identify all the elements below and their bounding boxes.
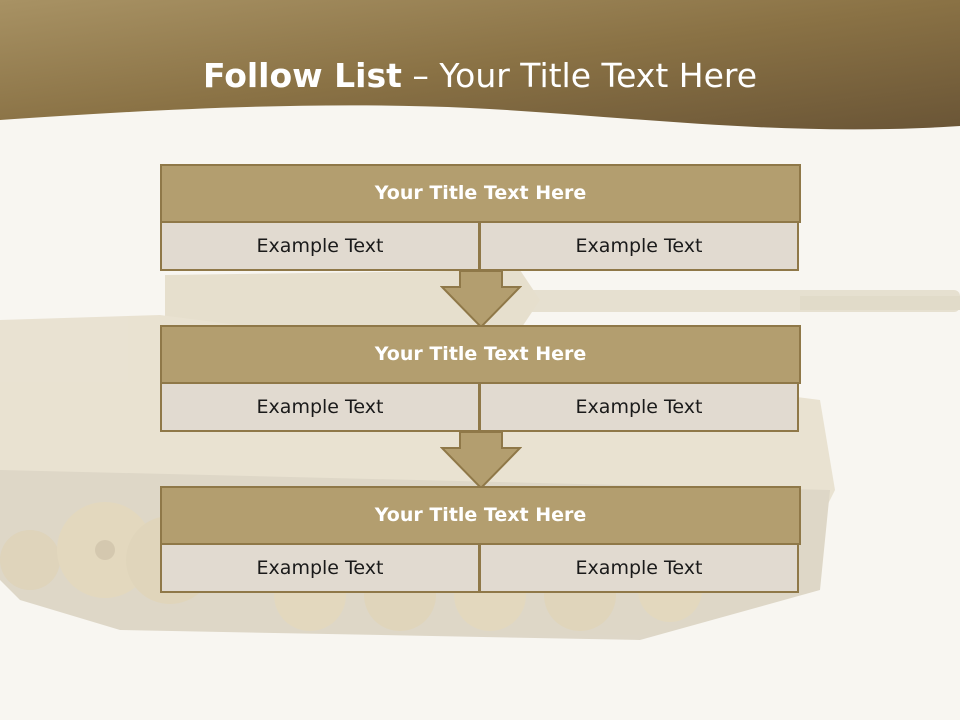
down-arrow-icon bbox=[440, 431, 522, 490]
block-2-left-text: Example Text bbox=[160, 382, 480, 432]
title-bold: Follow List bbox=[202, 56, 402, 95]
block-1-title: Your Title Text Here bbox=[160, 164, 801, 223]
block-2-title: Your Title Text Here bbox=[160, 325, 801, 384]
list-block-2: Your Title Text Here Example Text Exampl… bbox=[160, 325, 801, 432]
list-block-1: Your Title Text Here Example Text Exampl… bbox=[160, 164, 801, 271]
title-rest: – Your Title Text Here bbox=[401, 56, 758, 95]
block-3-left-text: Example Text bbox=[160, 543, 480, 593]
block-2-right-text: Example Text bbox=[479, 382, 799, 432]
block-3-right-text: Example Text bbox=[479, 543, 799, 593]
down-arrow-icon bbox=[440, 270, 522, 329]
header-band bbox=[0, 0, 960, 130]
block-3-title: Your Title Text Here bbox=[160, 486, 801, 545]
block-1-left-text: Example Text bbox=[160, 221, 480, 271]
slide-title: Follow List – Your Title Text Here bbox=[0, 52, 960, 100]
block-1-right-text: Example Text bbox=[479, 221, 799, 271]
list-block-3: Your Title Text Here Example Text Exampl… bbox=[160, 486, 801, 593]
